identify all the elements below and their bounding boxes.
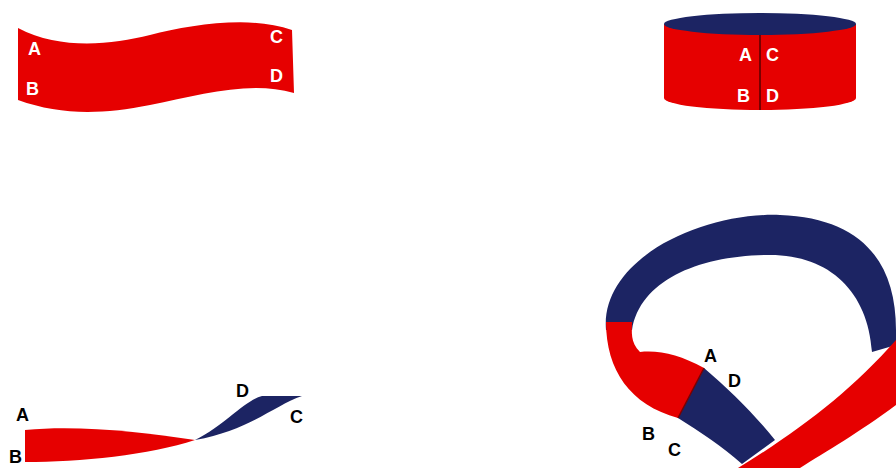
point-label: C xyxy=(290,408,303,426)
point-label: B xyxy=(9,448,22,466)
point-label: A xyxy=(28,40,41,58)
point-label: D xyxy=(728,372,741,390)
point-label: A xyxy=(704,347,717,365)
seam-line xyxy=(678,368,704,418)
cylinder-top xyxy=(664,13,856,35)
point-label: B xyxy=(642,425,655,443)
mobius-band-middle xyxy=(678,368,775,464)
mobius-band-right xyxy=(738,340,896,468)
point-label: A xyxy=(739,46,752,64)
point-label: D xyxy=(766,87,779,105)
point-label: A xyxy=(16,406,29,424)
flat-strip xyxy=(18,22,294,112)
point-label: D xyxy=(236,382,249,400)
point-label: D xyxy=(270,67,283,85)
twisted-strip-blue xyxy=(195,396,302,440)
twisted-strip-red xyxy=(25,428,195,462)
point-label: C xyxy=(766,46,779,64)
mobius-band-back xyxy=(606,215,896,352)
seam-line xyxy=(759,35,761,110)
cylinder-body xyxy=(664,24,856,110)
point-label: B xyxy=(737,87,750,105)
point-label: B xyxy=(26,80,39,98)
point-label: C xyxy=(668,441,681,459)
point-label: C xyxy=(270,28,283,46)
